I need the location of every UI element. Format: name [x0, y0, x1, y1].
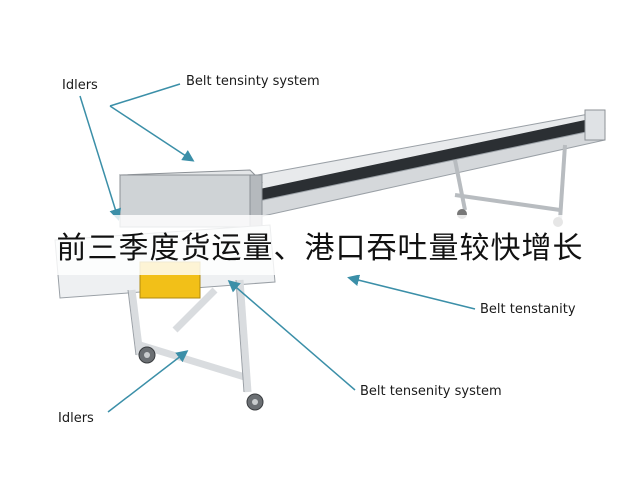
- tail-pulley-end: [584, 109, 606, 141]
- arrow-idlers-bottom: [107, 350, 189, 413]
- arrow-belt-top-b: [109, 105, 195, 162]
- arrow-idlers-top: [79, 95, 122, 221]
- label-belt-tensinty-system: Belt tensinty system: [186, 74, 320, 89]
- rear-legs: [453, 144, 567, 221]
- arrow-belt-top-a: [109, 83, 181, 107]
- front-legs: [128, 279, 252, 393]
- callout-arrows: [79, 83, 476, 413]
- label-belt-tenstanity: Belt tenstanity: [480, 302, 576, 317]
- label-idlers-top: Idlers: [62, 78, 98, 93]
- label-belt-tensenity-system: Belt tensenity system: [360, 384, 502, 399]
- arrow-belt-right: [347, 274, 476, 310]
- headline-banner: 前三季度货运量、港口吞吐量较快增长: [0, 215, 640, 275]
- caster-wheel-icon: [138, 346, 264, 411]
- headline-text: 前三季度货运量、港口吞吐量较快增长: [56, 231, 584, 266]
- label-idlers-bottom: Idlers: [58, 411, 94, 426]
- arrow-belt-bottom: [227, 280, 356, 391]
- conveyor-frame: [229, 109, 606, 221]
- front-legs-outline: [127, 279, 245, 393]
